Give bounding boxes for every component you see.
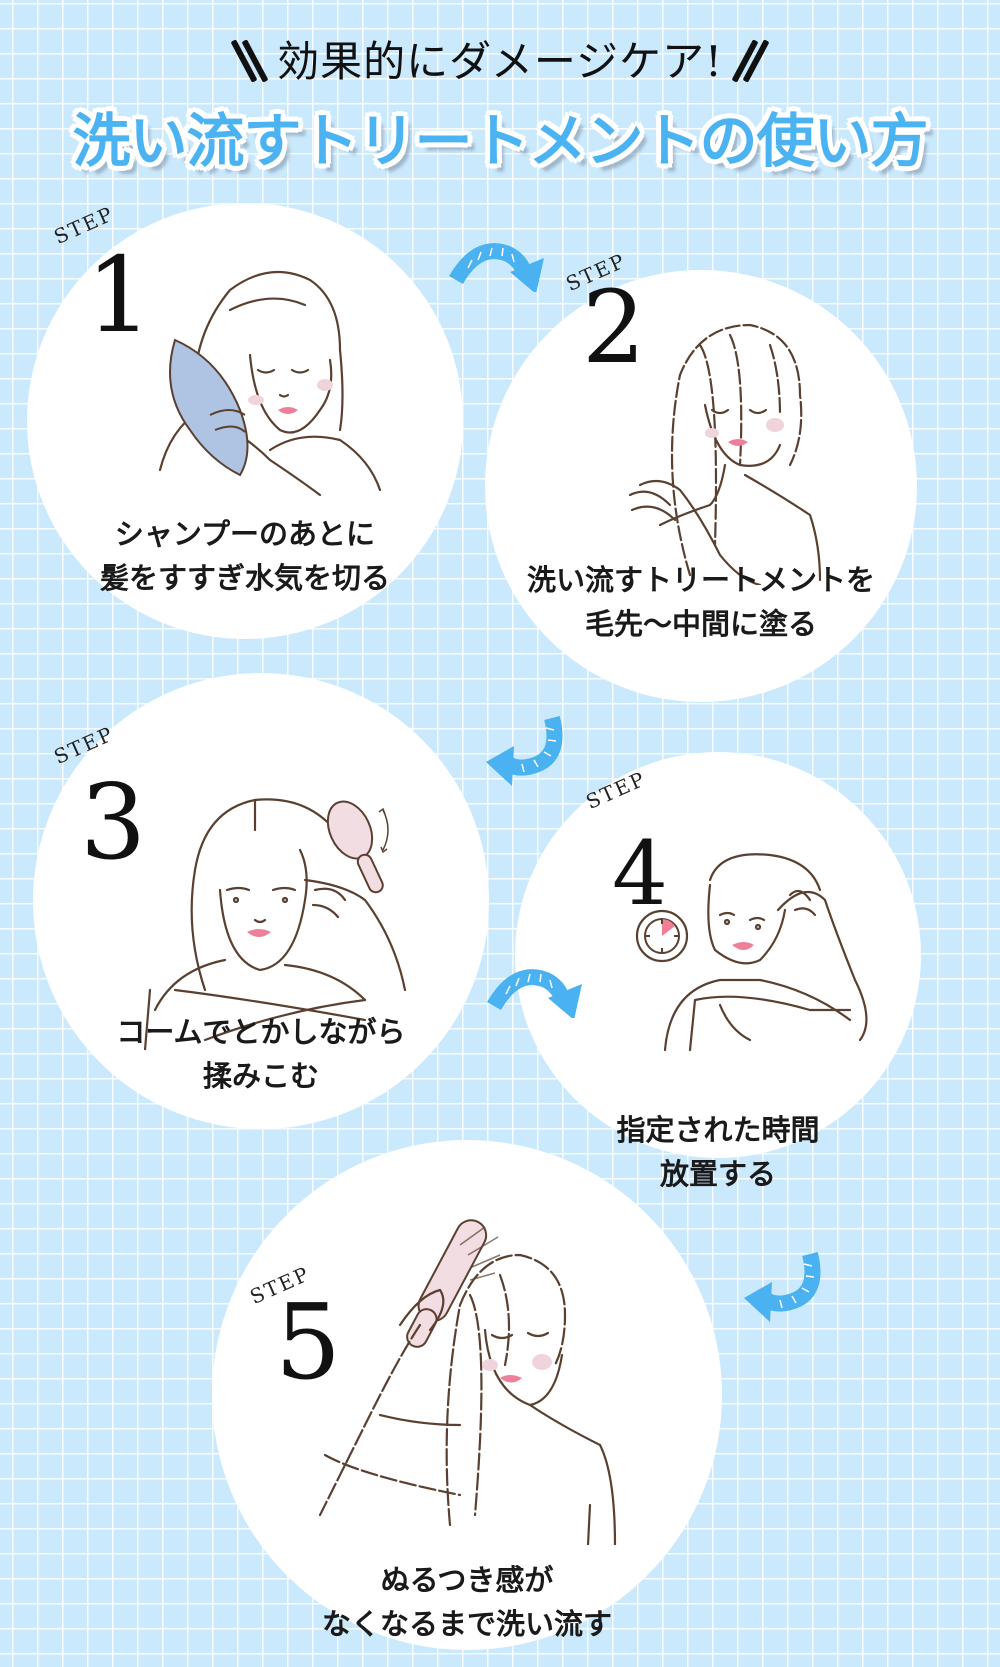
caption-line-2: 毛先〜中間に塗る [584, 607, 817, 641]
step-3-number: 3 [80, 761, 147, 883]
step-4-number: 4 [612, 822, 668, 925]
arrow-step1-to-step2-icon [449, 243, 544, 292]
subtitle: 効果的にダメージケア! [0, 28, 1000, 89]
caption-line-2: 揉みこむ [202, 1059, 319, 1093]
step-4-caption: 指定された時間 放置する [515, 1108, 921, 1196]
header: 効果的にダメージケア! 洗い流すトリートメントの使い方 [0, 0, 1000, 190]
step-2-number: 2 [582, 269, 646, 386]
step-3-circle [33, 673, 489, 1129]
arrow-step2-to-step3-icon [486, 716, 563, 786]
step-3-caption: コームでとかしながら 揉みこむ [33, 1010, 489, 1098]
caption-line-1: シャンプーのあとに [114, 517, 376, 551]
woman-drying-hair-illustration [158, 270, 382, 497]
caption-line-2: 髪をすすぎ水気を切る [99, 561, 390, 595]
caption-line-1: 洗い流すトリートメントを [526, 563, 875, 597]
caption-line-2: 放置する [659, 1157, 776, 1191]
page-title: 洗い流すトリートメントの使い方 [72, 107, 928, 175]
caption-line-1: コームでとかしながら [116, 1015, 406, 1049]
caption-line-1: ぬるつき感が [380, 1563, 554, 1597]
step-1-number: 1 [86, 234, 153, 356]
step-2-caption: 洗い流すトリートメントを 毛先〜中間に塗る [485, 558, 917, 646]
step-1-caption: シャンプーのあとに 髪をすすぎ水気を切る [27, 512, 463, 600]
step-5-caption: ぬるつき感が なくなるまで洗い流す [212, 1558, 722, 1646]
woman-rinsing-hair-illustration [318, 1219, 617, 1545]
woman-applying-treatment-illustration [628, 323, 822, 585]
arrow-step4-to-step5-icon [744, 1252, 821, 1322]
timer-icon [635, 909, 689, 963]
caption-line-2: なくなるまで洗い流す [321, 1607, 612, 1641]
woman-combing-hair-illustration [143, 798, 407, 1050]
woman-waiting-illustration [663, 853, 868, 1052]
step-1-circle [27, 203, 463, 639]
caption-line-1: 指定された時間 [616, 1113, 820, 1147]
step-5-number: 5 [275, 1281, 342, 1403]
arrow-step3-to-step4-icon [487, 969, 582, 1018]
subtitle-text: 効果的にダメージケア! [277, 37, 723, 86]
step-4-circle [515, 752, 921, 1158]
